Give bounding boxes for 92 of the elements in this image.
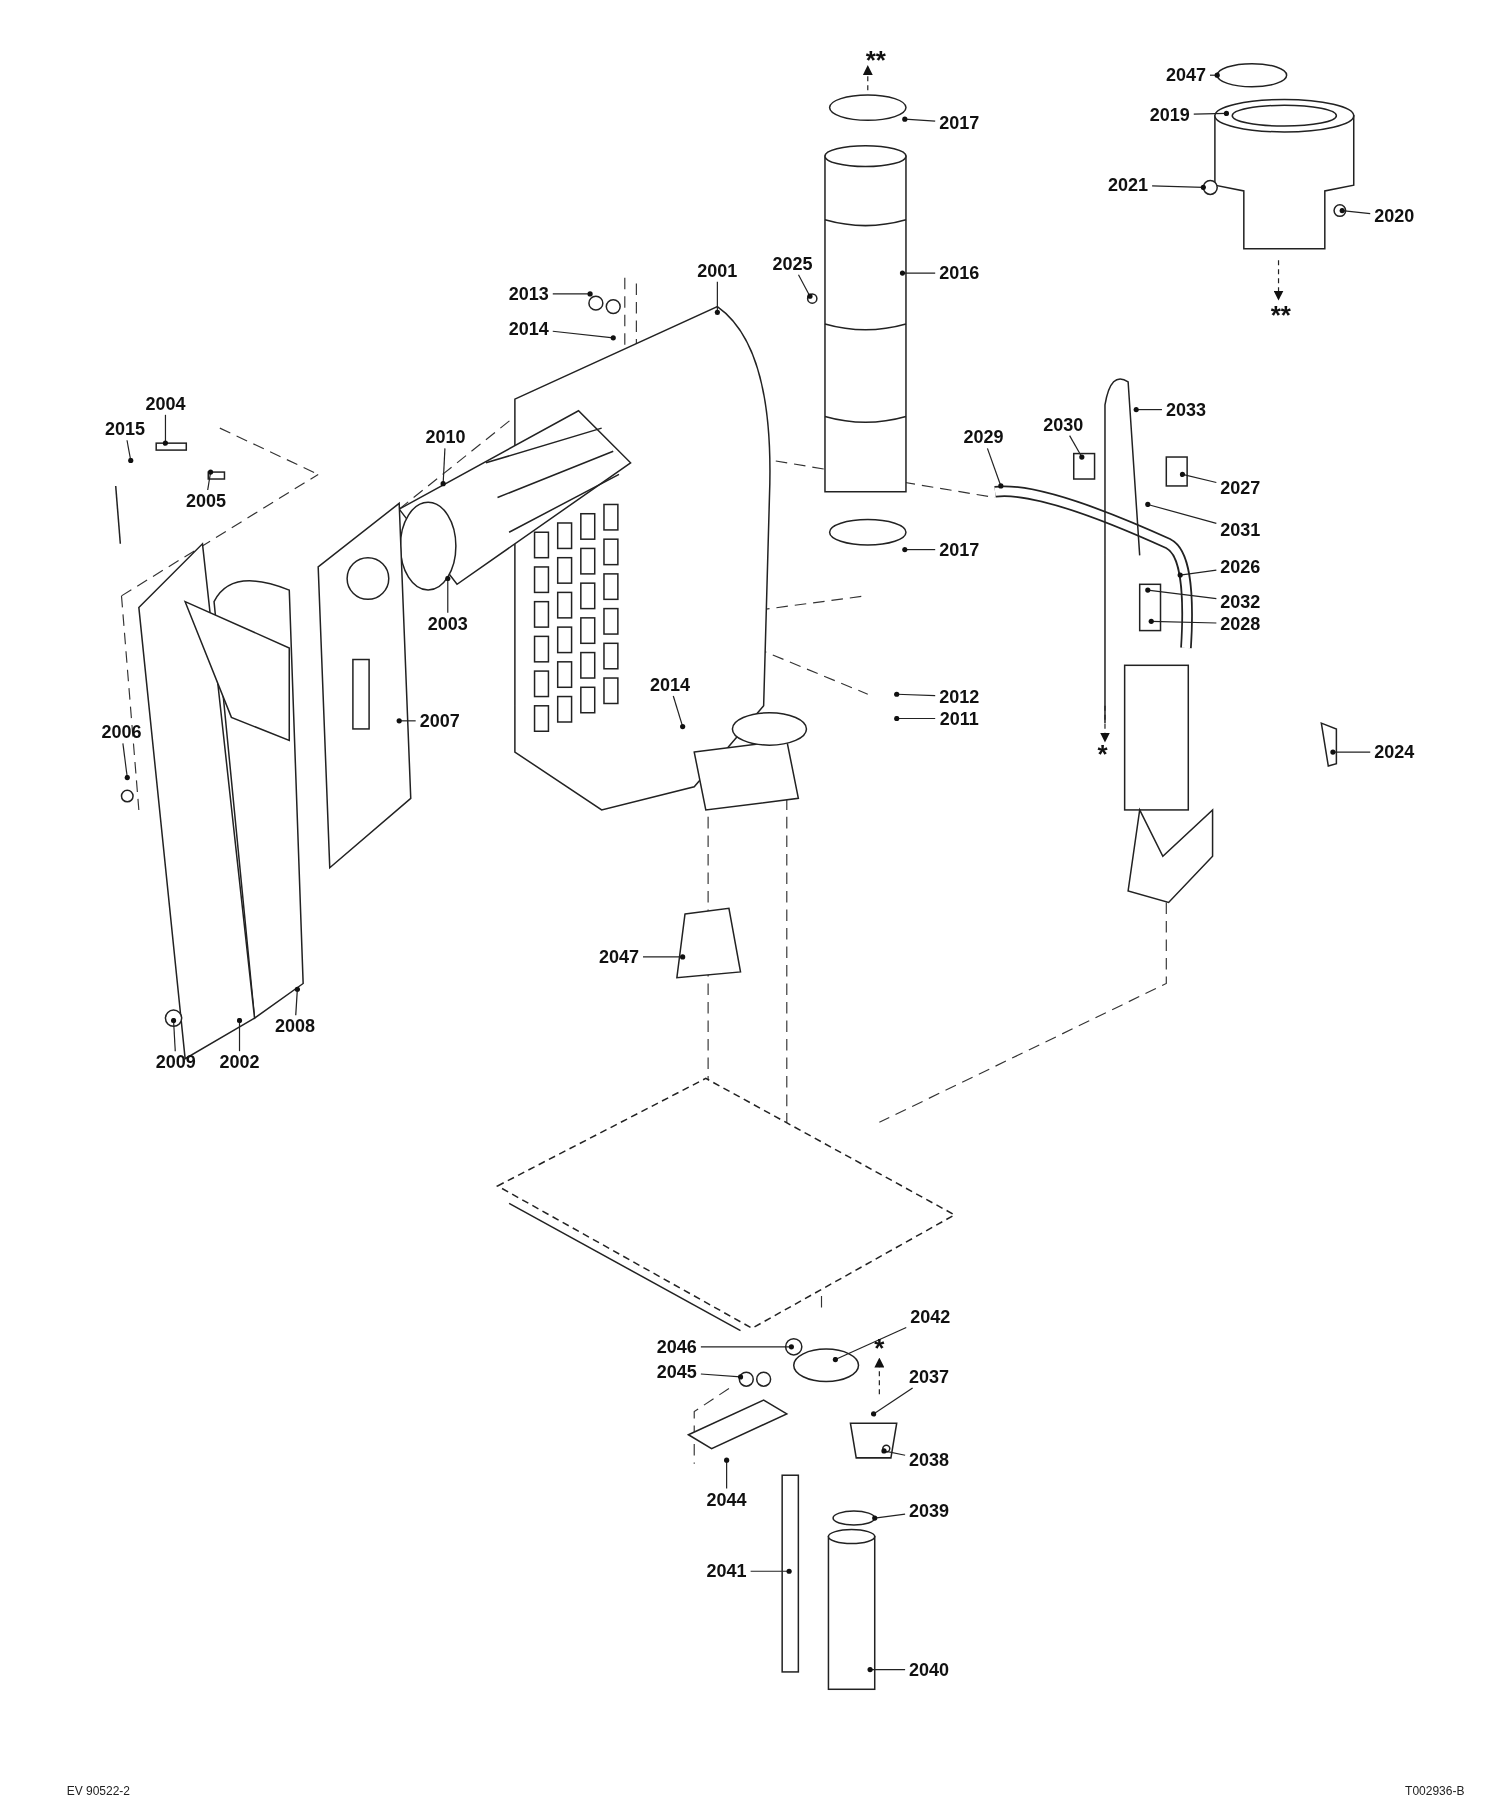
leader-line — [894, 691, 936, 697]
leader-line — [1148, 618, 1217, 624]
callout-number: 2013 — [508, 283, 549, 304]
leader-line — [1209, 72, 1220, 78]
leader-line — [867, 1667, 906, 1673]
leader-line — [294, 986, 300, 1016]
leader-line — [440, 447, 446, 487]
leader-line — [902, 116, 936, 122]
leader-line — [122, 742, 130, 781]
leader-line — [872, 1513, 906, 1521]
callout-number: 2037 — [909, 1366, 950, 1387]
callout-number: 2008 — [275, 1016, 316, 1037]
leader-line — [1151, 184, 1206, 191]
leader-line — [832, 1326, 907, 1363]
callout-number: 2029 — [963, 427, 1004, 448]
leader-line — [642, 954, 686, 960]
callout-number: 2010 — [425, 427, 466, 448]
leader-line — [207, 469, 214, 491]
callout-number: 2047 — [599, 946, 640, 967]
callout-number: 2025 — [772, 253, 813, 274]
leader-line — [1069, 435, 1085, 460]
callout-number: 2042 — [910, 1306, 951, 1327]
callout-number: 2005 — [185, 491, 226, 511]
callout-number: 2044 — [706, 1489, 747, 1510]
callout-number: 2017 — [939, 112, 980, 133]
leader-line — [700, 1344, 794, 1350]
callout-number: 2020 — [1374, 206, 1415, 227]
leader-line — [126, 439, 134, 464]
leader-line — [750, 1568, 792, 1574]
callout-number: 2012 — [939, 686, 980, 707]
reference-mark: ** — [1270, 304, 1291, 325]
callout-number: 2001 — [697, 260, 738, 281]
leader-line — [1193, 110, 1230, 116]
leader-line — [1339, 208, 1371, 215]
callout-number: 2019 — [1149, 104, 1190, 125]
callout-number: 2027 — [1220, 478, 1261, 499]
leader-line — [162, 414, 169, 446]
callout-number: 2030 — [1043, 414, 1084, 435]
leader-line — [1177, 569, 1217, 578]
reference-mark: ** — [865, 50, 886, 71]
leader-line — [894, 715, 936, 722]
leader-line — [714, 281, 720, 315]
callout-number: 2011 — [939, 708, 979, 729]
callout-number: 2047 — [1165, 65, 1206, 86]
leader-line — [1133, 407, 1163, 413]
callout-number: 2015 — [104, 419, 145, 440]
callout-number: 2007 — [419, 710, 460, 731]
leader-line — [870, 1387, 914, 1417]
callout-number: 2041 — [706, 1561, 747, 1582]
leader-line — [899, 270, 936, 276]
callout-number: 2028 — [1220, 613, 1261, 634]
reference-mark: * — [874, 1337, 885, 1358]
leader-line — [445, 575, 451, 614]
leader-line — [396, 718, 417, 724]
callout-number: 2014 — [508, 318, 549, 339]
leader-line — [881, 1448, 906, 1456]
callout-number: 2003 — [427, 613, 468, 634]
leader-line — [902, 547, 936, 553]
leader-line — [552, 330, 616, 341]
callout-number: 2014 — [649, 674, 690, 695]
callout-number: 2021 — [1108, 175, 1149, 196]
callout-number: 2009 — [155, 1052, 196, 1073]
callout-number: 2032 — [1220, 591, 1261, 612]
leader-line — [724, 1457, 730, 1490]
callout-number: 2039 — [909, 1501, 950, 1522]
callout-number: 2033 — [1165, 399, 1206, 420]
leader-line — [236, 1017, 243, 1052]
reference-mark: * — [1097, 744, 1108, 765]
leader-line — [552, 291, 593, 297]
callout-number: 2040 — [909, 1659, 950, 1680]
callout-number: 2004 — [145, 393, 186, 414]
callout-number: 2038 — [909, 1450, 950, 1471]
callout-number: 2031 — [1220, 519, 1261, 540]
callout-number: 2016 — [939, 263, 980, 284]
leader-line — [797, 274, 813, 299]
leader-line — [1145, 501, 1217, 524]
leader-line — [170, 1017, 177, 1052]
callout-number: 2026 — [1220, 556, 1261, 577]
leader-line — [986, 447, 1004, 489]
callout-number: 2046 — [656, 1336, 697, 1357]
callout-number: 2006 — [101, 722, 142, 743]
callout-number: 2024 — [1374, 742, 1415, 763]
leader-line — [672, 695, 686, 730]
leader-line — [1145, 587, 1217, 600]
callout-number: 2045 — [656, 1362, 697, 1383]
leader-line — [1330, 749, 1371, 755]
drawing-number: T002936-B — [1405, 1784, 1465, 1799]
callout-number: 2017 — [939, 539, 980, 560]
callout-number: 2002 — [219, 1052, 260, 1073]
drawing-number: EV 90522-2 — [66, 1784, 131, 1799]
leader-line — [1179, 471, 1217, 484]
leader-line — [700, 1373, 744, 1380]
